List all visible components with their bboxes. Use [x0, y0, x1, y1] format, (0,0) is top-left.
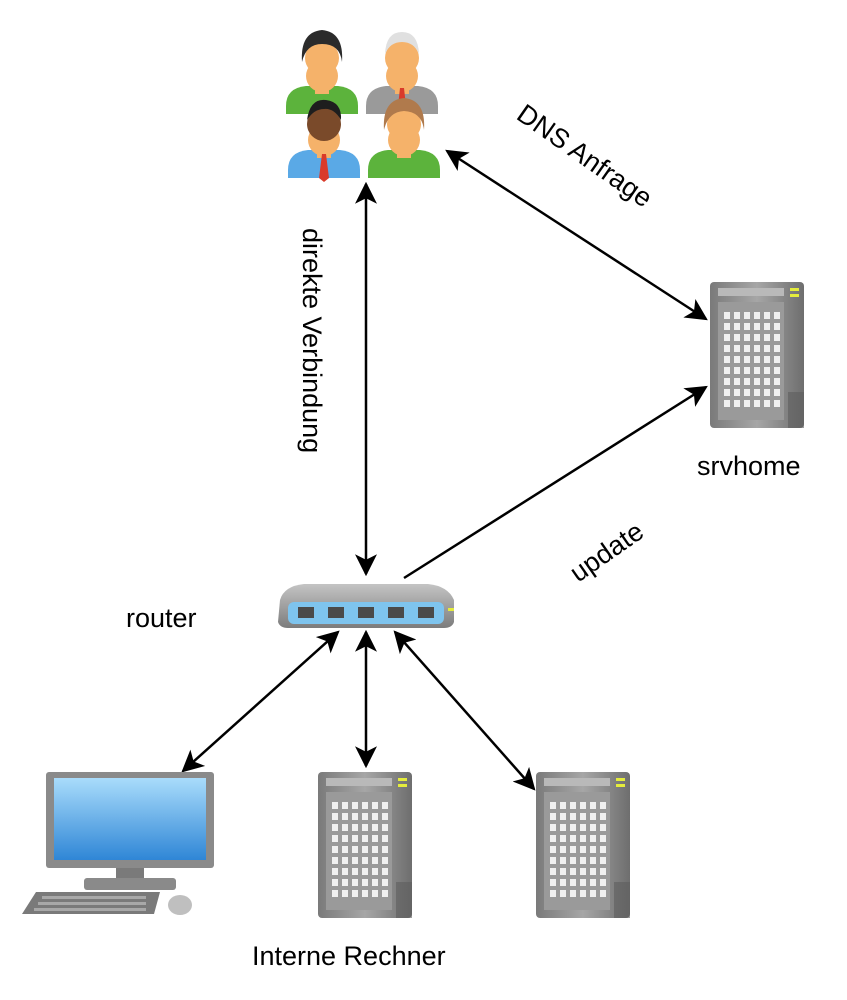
update-label: update — [564, 516, 649, 588]
update-arrow — [403, 385, 708, 580]
dns-query-label: DNS Anfrage — [512, 98, 658, 213]
internal-computers-label: Interne Rechner — [252, 941, 446, 971]
direct-connection-label: direkte Verbindung — [297, 228, 327, 453]
srvhome-label: srvhome — [697, 451, 801, 481]
router-desktop-arrow — [181, 630, 340, 773]
dns-query-arrow — [445, 149, 708, 321]
connections — [181, 149, 708, 791]
srvhome-server-icon — [710, 282, 804, 428]
router-server2-arrow — [393, 630, 536, 791]
router-icon — [278, 584, 454, 628]
users-group-icon — [286, 30, 440, 182]
router-label: router — [126, 603, 197, 633]
internal-server-1-icon — [318, 772, 412, 918]
internal-server-2-icon — [536, 772, 630, 918]
desktop-pc-icon — [22, 772, 214, 915]
